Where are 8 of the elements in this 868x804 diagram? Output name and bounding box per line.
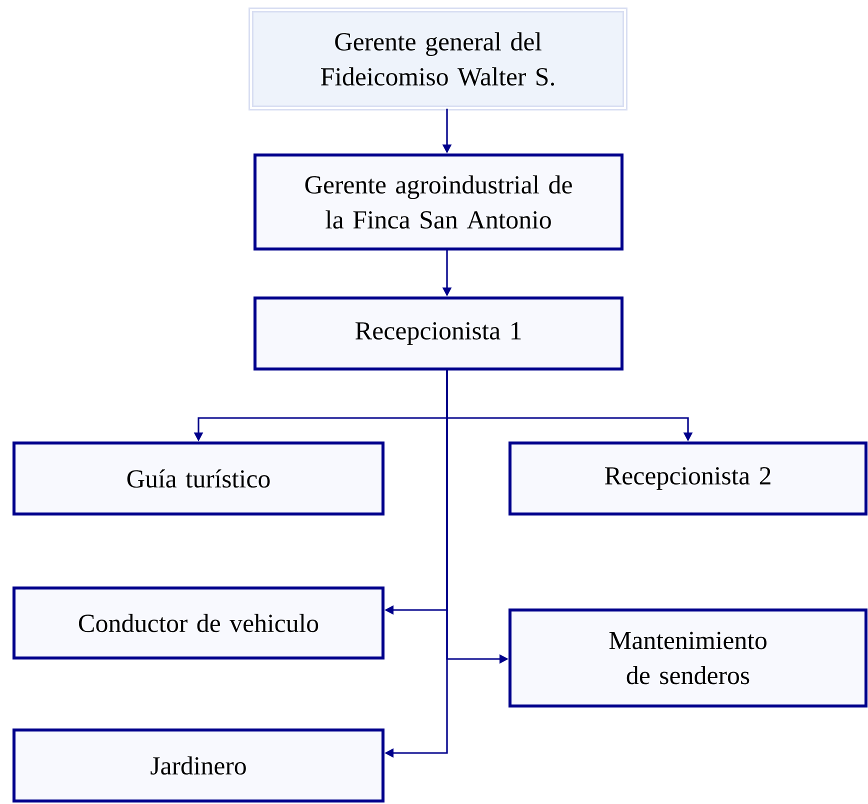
org-box: Recepcionista 1	[254, 296, 624, 370]
org-box: Gerente general del Fideicomiso Walter S.	[248, 8, 628, 110]
org-box: Recepcionista 2	[508, 442, 868, 516]
org-box: Gerente agroindustrial de la Finca San Antonio	[254, 154, 624, 250]
org-box: Jardinero	[12, 728, 384, 802]
org-box: Mantenimiento de senderos	[508, 608, 868, 708]
org-box: Conductor de vehiculo	[12, 586, 384, 660]
org-box: Guía turístico	[12, 442, 384, 516]
